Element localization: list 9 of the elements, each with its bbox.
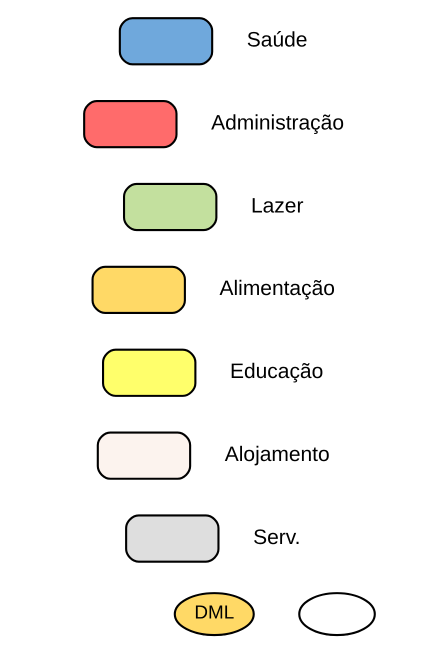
legend-label: Saúde [246, 28, 307, 52]
legend-label: Alojamento [224, 442, 330, 466]
node-ellipse: DML [173, 592, 254, 636]
legend-label: Alimentação [219, 277, 334, 300]
legend-label: Lazer [250, 194, 303, 218]
legend-label: Educação [230, 360, 323, 384]
legend-label: Serv. [252, 526, 300, 549]
legend-label: Administração [210, 111, 344, 134]
node-circle [298, 592, 376, 636]
